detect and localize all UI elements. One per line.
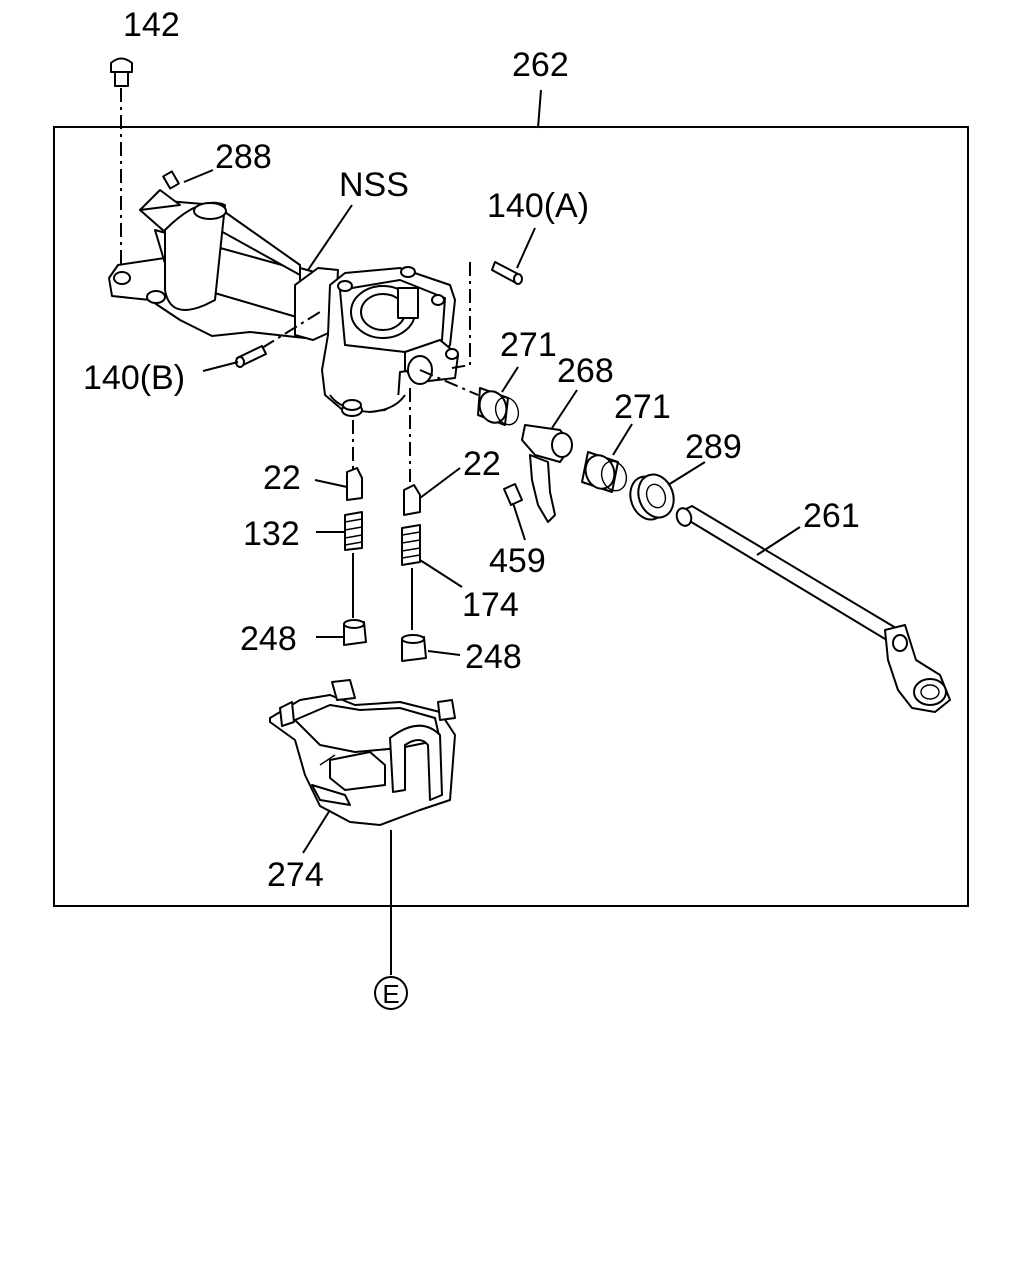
label-140b: 140(B)	[83, 359, 185, 397]
leader-nss	[307, 204, 353, 271]
leader-22-left	[314, 479, 348, 488]
leader-271-right	[612, 423, 633, 456]
label-289: 289	[685, 428, 742, 466]
assembly-frame	[53, 126, 969, 907]
pin-140a[interactable]	[491, 261, 523, 285]
label-nss: NSS	[339, 166, 409, 204]
bolt-142[interactable]	[110, 57, 133, 87]
leader-268	[551, 389, 578, 429]
label-288: 288	[215, 138, 272, 176]
label-261: 261	[803, 497, 860, 535]
label-271-left: 271	[500, 326, 557, 364]
plug-248-right[interactable]	[401, 634, 427, 662]
leader-262	[537, 89, 542, 129]
leader-174	[419, 559, 463, 588]
bushing-271-right[interactable]	[581, 451, 630, 494]
reference-circle-e	[374, 976, 408, 1010]
bearing-289[interactable]	[625, 470, 680, 525]
leader-271-left	[501, 366, 519, 393]
screw-288[interactable]	[162, 170, 180, 190]
spring-174[interactable]	[401, 524, 421, 566]
detent-plunger-22-left[interactable]	[346, 467, 363, 501]
label-142: 142	[123, 6, 180, 44]
shift-housing[interactable]	[108, 189, 459, 417]
pin-459[interactable]	[503, 483, 523, 506]
label-268: 268	[557, 352, 614, 390]
pin-140b[interactable]	[235, 345, 267, 368]
leader-288	[183, 169, 214, 183]
leader-274	[302, 809, 331, 854]
label-274: 274	[267, 856, 324, 894]
detent-plunger-22-right[interactable]	[403, 484, 421, 516]
cover-274[interactable]	[269, 679, 456, 826]
label-459: 459	[489, 542, 546, 580]
pin-140b-dashed-line	[261, 311, 321, 349]
bushing-center-line	[419, 369, 479, 396]
label-271-right: 271	[614, 388, 671, 426]
lever-268[interactable]	[521, 424, 573, 523]
leader-140b	[202, 361, 239, 372]
label-174: 174	[462, 586, 519, 624]
label-140a: 140(A)	[487, 187, 589, 225]
leader-459	[512, 502, 526, 541]
shaft-261[interactable]	[674, 505, 951, 713]
leader-261	[756, 526, 801, 556]
label-262: 262	[512, 46, 569, 84]
label-e: E	[382, 979, 399, 1009]
leader-248-right	[427, 650, 461, 656]
label-248-right: 248	[465, 638, 522, 676]
label-248-left: 248	[240, 620, 297, 658]
label-22-right: 22	[463, 445, 501, 483]
plug-248-left[interactable]	[343, 619, 367, 646]
label-22-left: 22	[263, 459, 301, 497]
leader-22-right	[419, 467, 461, 499]
label-132: 132	[243, 515, 300, 553]
leader-140a	[516, 227, 536, 269]
leader-289	[667, 461, 706, 486]
spring-132[interactable]	[344, 511, 363, 551]
bushing-271-left[interactable]	[475, 387, 522, 428]
pin-140a-dashed-line	[451, 262, 471, 369]
